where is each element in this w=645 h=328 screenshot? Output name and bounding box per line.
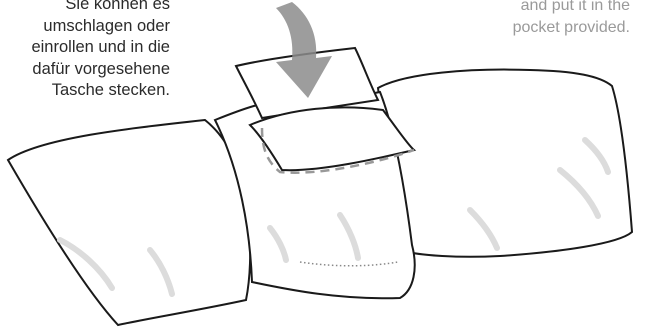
- right-pillow: [378, 70, 632, 257]
- left-pillow: [8, 120, 250, 325]
